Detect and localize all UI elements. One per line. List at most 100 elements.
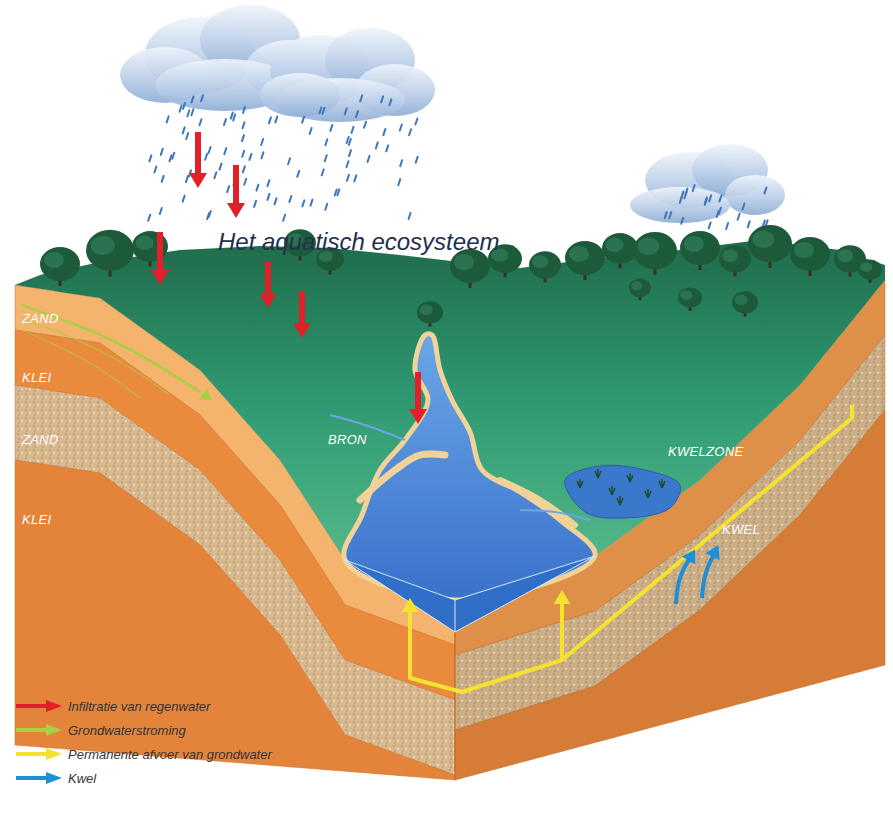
rain-drop bbox=[325, 204, 327, 210]
rain-drop bbox=[283, 215, 285, 221]
arrow-head bbox=[409, 409, 427, 424]
rain-drop bbox=[209, 211, 211, 217]
rain-drop bbox=[681, 192, 683, 198]
rain-drop bbox=[669, 212, 671, 218]
cloud bbox=[260, 73, 340, 117]
rain-drop bbox=[335, 189, 337, 195]
rain-drop bbox=[274, 198, 276, 204]
legend-arrow-swatch bbox=[16, 699, 62, 713]
sand-bank bbox=[500, 480, 575, 525]
rain-drop bbox=[360, 96, 362, 102]
layer-label: KLEI bbox=[22, 370, 51, 385]
rain-drop bbox=[227, 186, 229, 192]
rain-drop bbox=[381, 96, 383, 102]
valley-surface bbox=[15, 240, 885, 600]
rain-drop bbox=[302, 117, 304, 123]
arrow-head bbox=[706, 545, 720, 560]
arrow-head bbox=[151, 270, 169, 285]
tree bbox=[680, 231, 720, 270]
rain-drop bbox=[192, 96, 194, 102]
arrow-head bbox=[554, 590, 571, 604]
tree bbox=[602, 233, 638, 268]
rain-drop bbox=[345, 108, 347, 114]
rain-drop bbox=[172, 153, 174, 159]
rain-drop bbox=[224, 119, 226, 125]
rain-drop bbox=[162, 176, 164, 182]
tree bbox=[86, 230, 134, 277]
rain-drop bbox=[764, 187, 766, 193]
rain-drop bbox=[148, 215, 150, 221]
rain-drop bbox=[325, 139, 327, 145]
rain-drop bbox=[161, 149, 163, 155]
rain-drop bbox=[191, 109, 193, 115]
layer-label: BRON bbox=[328, 432, 367, 447]
rain-drop bbox=[665, 212, 667, 218]
arrow-head bbox=[199, 388, 212, 400]
rain-drop bbox=[249, 154, 251, 160]
discharge-arrow bbox=[402, 405, 852, 692]
rain-drop bbox=[748, 221, 750, 227]
tree bbox=[858, 259, 882, 282]
tree bbox=[719, 245, 751, 276]
rain-drop bbox=[242, 135, 244, 141]
rain-drop bbox=[310, 128, 312, 134]
rain-drop bbox=[209, 147, 211, 153]
rain-drop bbox=[684, 192, 686, 198]
tree bbox=[790, 237, 830, 276]
rain-drop bbox=[214, 172, 216, 178]
rain-drop bbox=[267, 180, 269, 186]
rain-drop bbox=[310, 200, 312, 206]
rain-drop bbox=[347, 175, 349, 181]
rain-drop bbox=[261, 139, 263, 145]
rain-drop bbox=[289, 196, 291, 202]
rain-drop bbox=[349, 139, 351, 145]
tree bbox=[748, 225, 792, 268]
stream bbox=[520, 510, 590, 520]
rain-drop bbox=[180, 106, 182, 112]
arrow-head bbox=[259, 293, 277, 308]
diagram-title: Het aquatisch ecosysteem bbox=[218, 228, 499, 256]
reed bbox=[659, 479, 665, 488]
rain-drop bbox=[319, 107, 321, 113]
water-section bbox=[345, 556, 595, 632]
arrow-head bbox=[227, 203, 245, 218]
flow-line bbox=[22, 305, 200, 392]
rain-drop bbox=[347, 137, 349, 143]
legend-arrow-swatch bbox=[16, 747, 62, 761]
rain-drop bbox=[242, 151, 244, 157]
rain-drop bbox=[183, 196, 185, 202]
rain-drop bbox=[169, 155, 171, 161]
rain-drop bbox=[269, 117, 271, 123]
rain-drop bbox=[742, 204, 744, 210]
rain-drop bbox=[389, 99, 391, 105]
rain-drop bbox=[398, 179, 400, 185]
rain-drop bbox=[297, 171, 299, 177]
arrow-head bbox=[402, 598, 419, 612]
rain-drop bbox=[738, 214, 740, 220]
sand-bank bbox=[360, 454, 445, 500]
reed bbox=[645, 489, 651, 498]
flow-line bbox=[22, 330, 140, 398]
rain-drop bbox=[717, 211, 719, 217]
legend-entry: Grondwaterstroming bbox=[16, 721, 186, 739]
rain-drop bbox=[705, 199, 707, 205]
legend-label: Infiltratie van regenwater bbox=[68, 699, 210, 714]
reed bbox=[617, 496, 623, 505]
rain-drop bbox=[183, 127, 185, 133]
rain-drop bbox=[201, 95, 203, 101]
infiltration-arrow bbox=[409, 372, 427, 424]
tree bbox=[629, 278, 651, 299]
rain-drop bbox=[376, 142, 378, 148]
rain-drop bbox=[288, 158, 290, 164]
reed bbox=[627, 473, 633, 482]
rain-drop bbox=[186, 133, 188, 139]
arrow-head bbox=[682, 549, 695, 564]
rain-drop bbox=[243, 122, 245, 128]
infiltration-arrow bbox=[189, 132, 207, 188]
legend-label: Permanente afvoer van grondwater bbox=[68, 747, 272, 762]
reed bbox=[609, 486, 615, 495]
tree bbox=[633, 232, 677, 275]
rain-drop bbox=[409, 213, 411, 219]
arrow-head bbox=[189, 173, 207, 188]
rain-drop bbox=[400, 125, 402, 131]
